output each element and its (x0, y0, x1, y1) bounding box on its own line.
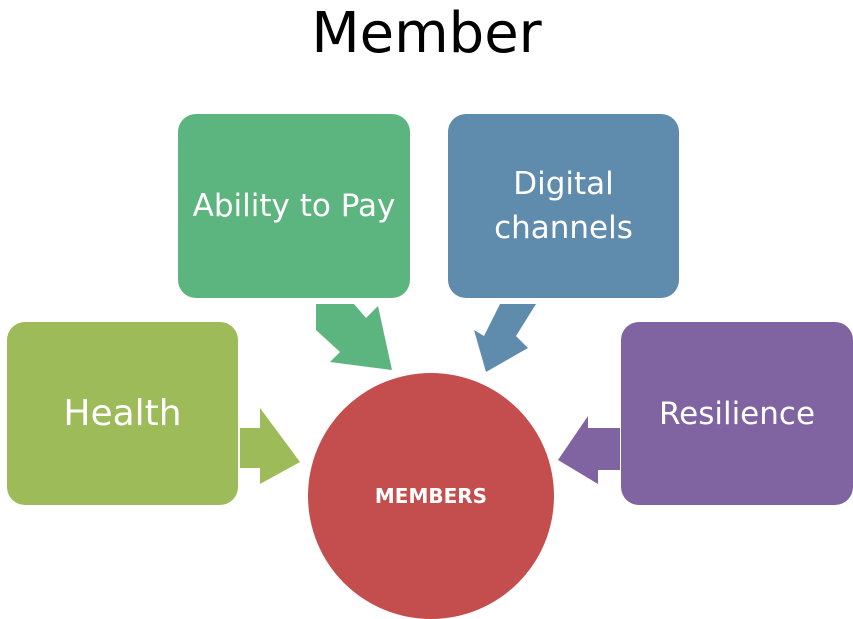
box-resilience: Resilience (621, 322, 853, 505)
box-ability-label: Ability to Pay (192, 188, 396, 224)
center-label: MEMBERS (374, 484, 488, 508)
box-ability-to-pay: Ability to Pay (178, 114, 410, 298)
box-health: Health (7, 322, 238, 505)
diagram-title: Member (311, 1, 542, 66)
box-digital-channels: Digital channels (448, 114, 679, 298)
box-health-label: Health (63, 392, 182, 434)
box-resilience-label: Resilience (658, 395, 816, 432)
arrow-digital (474, 304, 536, 372)
arrow-ability (316, 304, 392, 370)
arrow-health (240, 408, 300, 484)
box-digital-label: Digital channels (494, 166, 633, 246)
center-circle-members: MEMBERS (308, 373, 554, 619)
arrow-resilience (558, 416, 620, 484)
